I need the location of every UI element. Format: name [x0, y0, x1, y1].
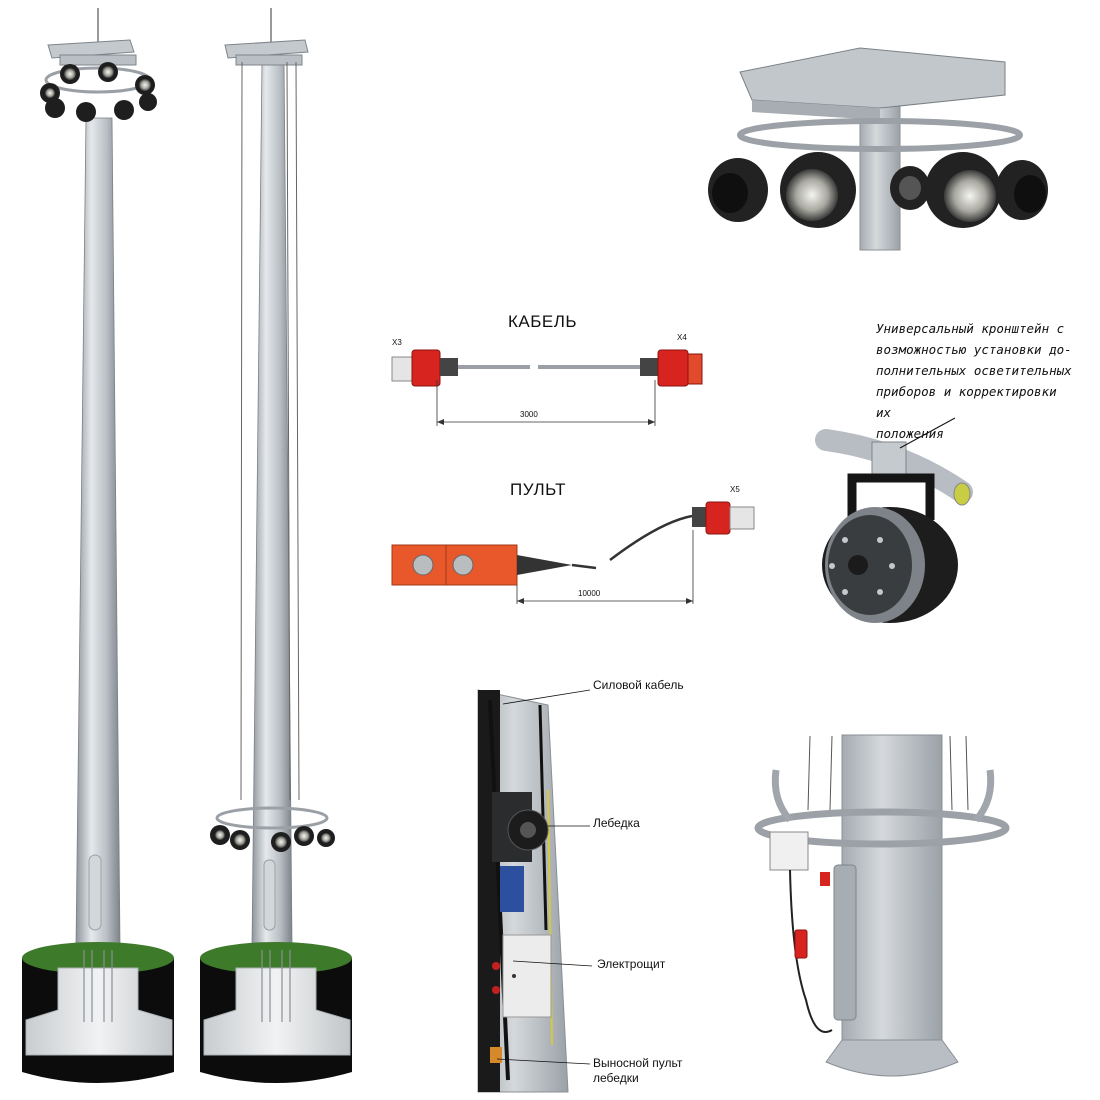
plug-x5-label: X5 [730, 485, 740, 494]
floodlights-closeup [708, 152, 1048, 228]
remote-drawing [391, 501, 755, 604]
bracket-note: Универсальный кронштейн с возможностью у… [876, 318, 1076, 444]
plug-x3-label: X3 [392, 338, 402, 347]
crown-closeup [708, 47, 1048, 251]
cable-drawing [391, 349, 703, 426]
base-closeup [754, 734, 1010, 1077]
bracket-note-line: положения [876, 426, 944, 441]
callout-winch: Лебедка [593, 816, 640, 830]
bracket-note-line: Универсальный кронштейн с [876, 321, 1065, 336]
callout-switchboard: Электрощит [597, 957, 666, 971]
cable-title: КАБЕЛЬ [508, 312, 578, 331]
callout-remote-line2: лебедки [593, 1071, 639, 1085]
bracket-closeup [815, 417, 973, 623]
floodlights-lowered [210, 825, 335, 852]
plug-x4-label: X4 [677, 333, 687, 342]
bracket-note-line: возможностью установки до- [876, 342, 1072, 357]
bracket-note-line: приборов и корректировки их [876, 384, 1057, 420]
remote-length-dimension: 10000 [578, 589, 601, 598]
cable-length-dimension: 3000 [520, 410, 538, 419]
bracket-note-line: полнительных осветительных [876, 363, 1072, 378]
floodlights-top [40, 62, 157, 122]
remote-title: ПУЛЬТ [510, 480, 566, 499]
callout-power-cable: Силовой кабель [593, 678, 684, 692]
mast-raised-lights [22, 8, 174, 1083]
mast-lowered-lights [200, 8, 352, 1083]
internal-view [477, 689, 593, 1093]
callout-remote-line1: Выносной пульт [593, 1056, 683, 1070]
